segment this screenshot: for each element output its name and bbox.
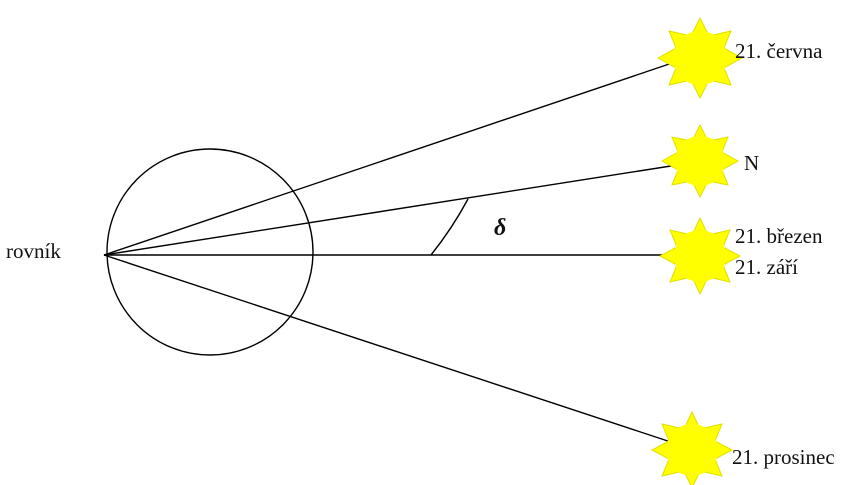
ray-june [103,57,688,256]
ray-december [103,254,687,448]
sun-icon [650,410,734,485]
label-equator: rovník [6,239,61,263]
sun-icon [658,216,742,296]
label-march: 21. březen [735,224,823,248]
label-september: 21. září [735,255,798,279]
label-north: N [744,151,760,175]
label-december: 21. prosinec [732,445,835,469]
label-june: 21. června [735,39,823,63]
label-declination-angle: δ [494,215,507,241]
sun-icon [660,123,740,199]
earth-circle [106,148,314,356]
sun-icon [656,16,744,100]
ray-north [103,162,691,256]
declination-arc [430,198,469,256]
